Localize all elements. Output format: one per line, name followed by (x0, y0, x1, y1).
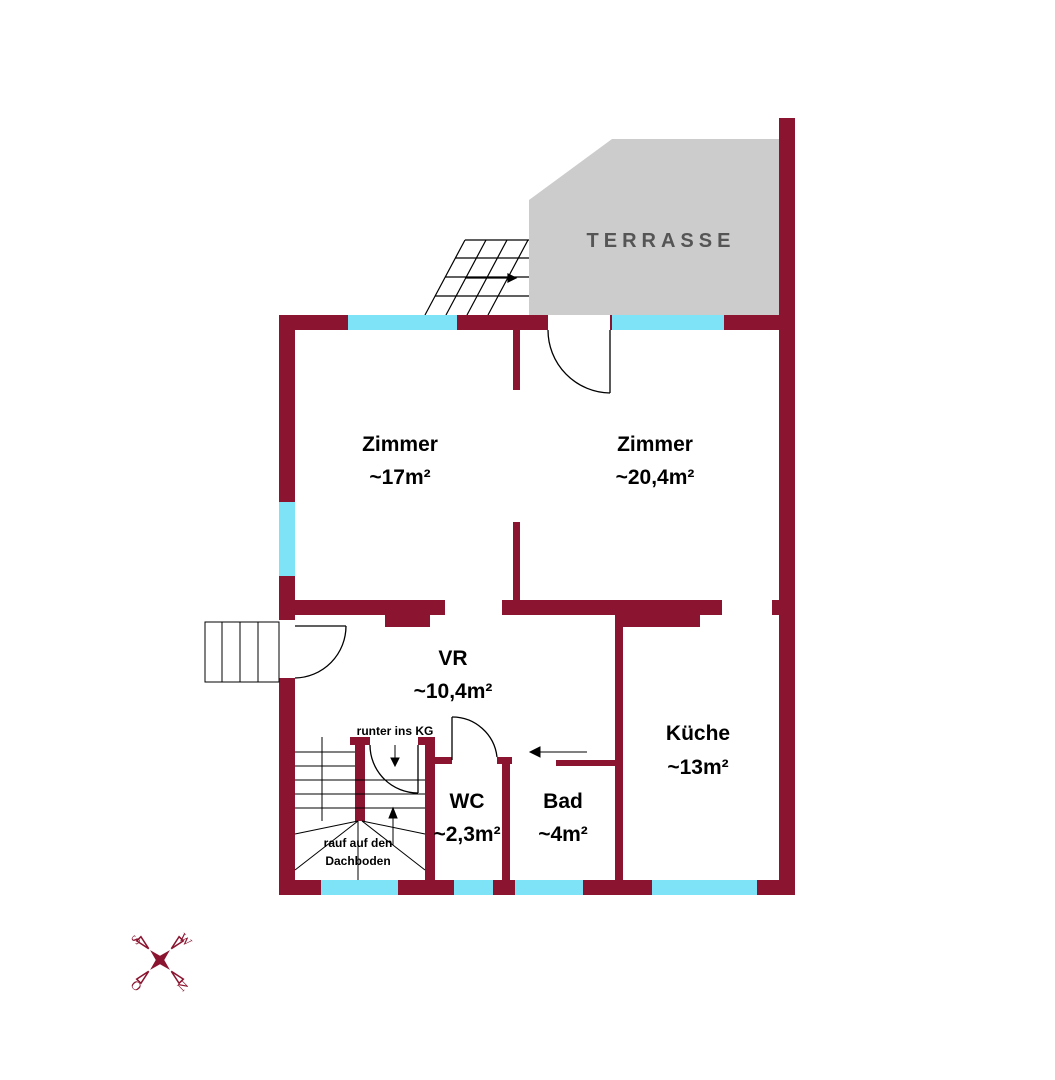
compass-rose: S W O N (128, 930, 196, 994)
room-area-zimmer-2: ~20,4m² (616, 466, 695, 489)
room-area-vr: ~10,4m² (414, 680, 493, 703)
compass-o: O (128, 977, 145, 994)
stairs-up-label-1: rauf auf den (324, 836, 393, 850)
room-area-bad: ~4m² (538, 823, 588, 846)
compass-w: W (176, 930, 196, 950)
room-name-vr: VR (438, 647, 467, 670)
room-name-zimmer-1: Zimmer (362, 433, 438, 456)
room-area-zimmer-1: ~17m² (369, 466, 430, 489)
terrace-label: TERRASSE (587, 230, 736, 252)
room-name-wc: WC (450, 790, 485, 813)
room-name-zimmer-2: Zimmer (617, 433, 693, 456)
terrace (529, 139, 779, 315)
room-name-bad: Bad (543, 790, 583, 813)
doors (294, 329, 611, 794)
interior-stairs (294, 737, 587, 880)
room-area-kueche: ~13m² (667, 756, 728, 779)
stairs-up-label-2: Dachboden (325, 854, 390, 868)
windows (279, 315, 757, 895)
terrace-stairs (424, 239, 529, 316)
entrance-stairs (204, 621, 280, 683)
room-area-wc: ~2,3m² (433, 823, 500, 846)
room-name-kueche: Küche (666, 722, 730, 745)
compass-s: S (128, 932, 144, 948)
stairs-down-label: runter ins KG (357, 724, 434, 738)
